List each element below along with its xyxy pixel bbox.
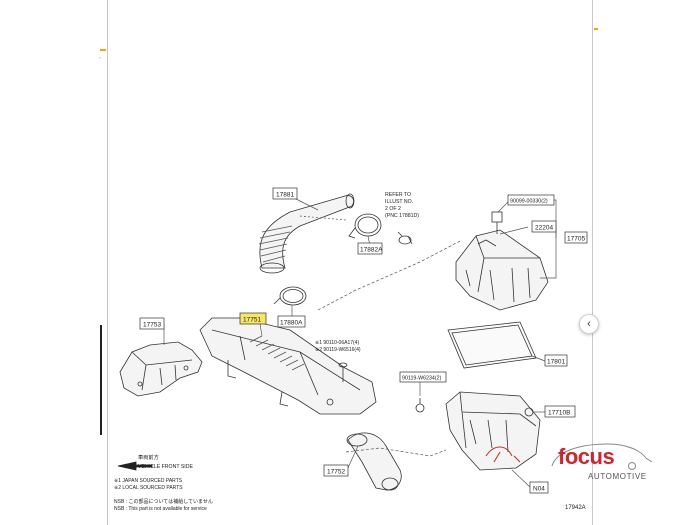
part-label-17710b: 17710B (548, 410, 570, 417)
refer-note-line: ILLUST NO. (385, 199, 413, 205)
illustration-number: 17942A (565, 505, 586, 511)
part-drawings (117, 193, 557, 491)
outlet-hose-drawing (346, 432, 402, 491)
air-cleaner-case-drawing (415, 391, 541, 471)
bolt-ref-line: ※2 90119-W6516(4) (315, 347, 361, 353)
resonator-drawing (119, 341, 203, 397)
part-label-17881: 17881 (276, 192, 294, 199)
edge-marker (100, 49, 106, 51)
refer-note-line: (PNC 17881D) (385, 213, 419, 219)
refer-note-line: REFER TO (385, 192, 411, 198)
edge-marker (594, 28, 598, 30)
hose-clamp-drawing (273, 213, 413, 306)
air-cleaner-cap-drawing (455, 211, 549, 311)
bolt-references: ※1 90110-06A17(4) ※2 90119-W6516(4) (315, 340, 361, 353)
part-label-22204: 22204 (535, 225, 553, 232)
part-label-90099: 90099-00330(2) (510, 199, 548, 205)
car-outline-icon (551, 443, 653, 470)
part-label-n04: N04 (533, 486, 545, 493)
nsb-note-en: NSB : This part is not available for ser… (114, 506, 207, 512)
chevron-left-icon: ‹ (587, 318, 591, 330)
filter-element-drawing (447, 321, 537, 369)
direction-note-en: VEHICLE FRONT SIDE (138, 464, 193, 470)
leader-lines (163, 198, 557, 488)
bolt-ref-line: ※1 90110-06A17(4) (315, 340, 359, 346)
part-label-17801: 17801 (547, 359, 565, 366)
bolt-drawing (338, 362, 348, 382)
part-label-17752: 17752 (327, 469, 345, 476)
brand-subtitle: AUTOMOTIVE (588, 472, 647, 481)
part-label-90119: 90119-W6234(2) (402, 376, 442, 382)
part-label-17880a: 17880A (280, 320, 303, 327)
part-label-17705: 17705 (567, 236, 585, 243)
refer-note: REFER TO ILLUST NO. 2 OF 2 (PNC 17881D) (385, 192, 419, 219)
carousel-nav-button[interactable]: ‹ (579, 314, 599, 334)
part-label-17753: 17753 (143, 322, 161, 329)
legend-line: ※2 LOCAL SOURCED PARTS (114, 485, 183, 491)
legend-notes: 車両前方 VEHICLE FRONT SIDE ※1 JAPAN SOURCED… (114, 453, 213, 512)
inlet-hose-drawing (258, 193, 355, 274)
part-number-labels: 17881 17882A 17880A 17751 17753 17752 17… (139, 187, 588, 511)
edge-mark: ˋ (99, 58, 102, 65)
nsb-note-jp: NSB : この部品については補給していません (114, 498, 213, 505)
refer-note-line: 2 OF 2 (385, 206, 401, 212)
edge-bar (100, 325, 102, 435)
legend-line: ※1 JAPAN SOURCED PARTS (114, 478, 183, 484)
vehicle-front-arrow-icon (117, 461, 153, 471)
intake-duct-drawing (199, 317, 377, 415)
part-label-17751: 17751 (243, 317, 261, 324)
brand-name: focus (558, 444, 615, 469)
direction-note-jp: 車両前方 (138, 453, 159, 461)
brand-logo: focus AUTOMOTIVE (548, 440, 658, 486)
part-label-17882a: 17882A (360, 247, 383, 254)
